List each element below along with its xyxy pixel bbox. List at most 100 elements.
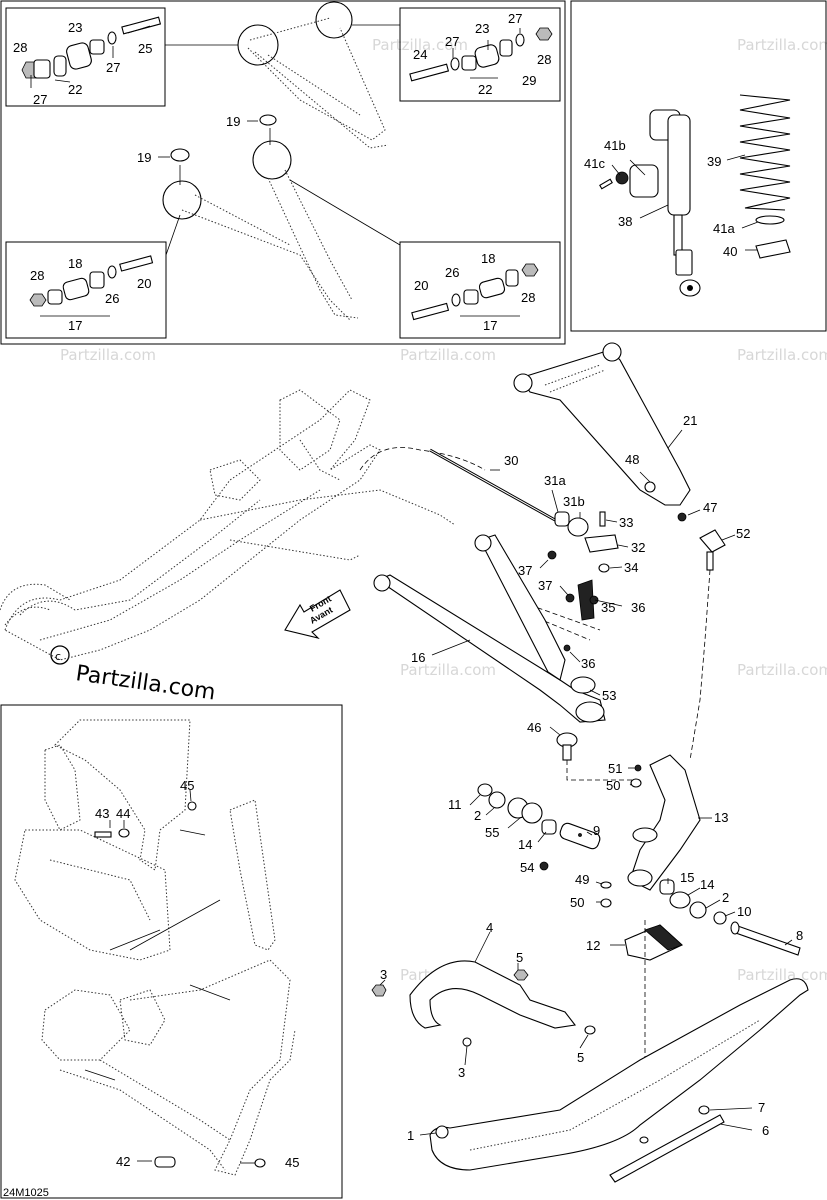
callout-36: 36 (581, 656, 595, 671)
svg-text:c: c (55, 650, 61, 663)
callout-32: 32 (631, 540, 645, 555)
callout-18: 18 (68, 256, 82, 271)
upper-arm-panel (0, 0, 566, 345)
callout-36: 36 (631, 600, 645, 615)
callout-20: 20 (137, 276, 151, 291)
callout-19: 19 (226, 114, 240, 129)
vehicle-frame (0, 389, 456, 661)
callout-6: 6 (762, 1123, 769, 1138)
callout-17: 17 (68, 318, 82, 333)
callout-23: 23 (475, 21, 489, 36)
shock-absorber (599, 109, 701, 297)
callout-46: 46 (527, 720, 541, 735)
callout-2: 2 (722, 890, 729, 905)
callout-19: 19 (137, 150, 151, 165)
watermark: Partzilla.com (60, 346, 156, 364)
bushing-assembly (409, 27, 553, 82)
callout-8: 8 (796, 928, 803, 943)
callout-51: 51 (608, 761, 622, 776)
lower-a-arm (162, 140, 359, 321)
callout-labels: 23 28 25 27 27 22 27 23 27 24 28 29 22 1… (13, 11, 803, 1170)
callout-12: 12 (586, 938, 600, 953)
callout-17: 17 (483, 318, 497, 333)
bushing-assembly (29, 255, 154, 307)
callout-27: 27 (33, 92, 47, 107)
figure-code: 24M1025 (3, 1187, 49, 1199)
callout-15: 15 (680, 870, 694, 885)
callout-28: 28 (537, 52, 551, 67)
callout-11: 11 (448, 797, 462, 812)
callout-5: 5 (577, 1050, 584, 1065)
callout-31b: 31b (563, 494, 585, 509)
bushing-assembly (21, 16, 162, 79)
callout-27: 27 (508, 11, 522, 26)
shock-panel (570, 0, 827, 332)
leader-lines (30, 25, 793, 1162)
watermark: Partzilla.com (737, 661, 827, 679)
callout-31a: 31a (544, 473, 566, 488)
callout-27: 27 (445, 34, 459, 49)
callout-3: 3 (380, 967, 387, 982)
upper-a-arm (237, 1, 389, 149)
callout-55: 55 (485, 825, 499, 840)
watermark: Partzilla.com (737, 346, 827, 364)
watermark: Partzilla.com (737, 36, 827, 54)
watermark: Partzilla.com (737, 966, 827, 984)
front-direction-arrow: Front Avant (284, 589, 351, 639)
skid-12 (624, 924, 683, 961)
callout-50: 50 (606, 778, 620, 793)
lower-a-arm-16 (373, 534, 606, 723)
upper-a-arm-21 (513, 342, 691, 506)
callout-33: 33 (619, 515, 633, 530)
callout-7: 7 (758, 1100, 765, 1115)
callout-28: 28 (30, 268, 44, 283)
callout-52: 52 (736, 526, 750, 541)
callout-45: 45 (180, 778, 194, 793)
callout-54: 54 (520, 860, 534, 875)
callout-37: 37 (518, 563, 532, 578)
callout-26: 26 (445, 265, 459, 280)
ski-handle-4 (409, 960, 577, 1029)
callout-49: 49 (575, 872, 589, 887)
callout-5: 5 (516, 950, 523, 965)
callout-45: 45 (285, 1155, 299, 1170)
callout-41a: 41a (713, 221, 735, 236)
main-assembly (371, 342, 809, 1183)
callout-10: 10 (737, 904, 751, 919)
callout-3: 3 (458, 1065, 465, 1080)
callout-23: 23 (68, 20, 82, 35)
callout-47: 47 (703, 500, 717, 515)
callout-24: 24 (413, 47, 427, 62)
callout-48: 48 (625, 452, 639, 467)
callout-22: 22 (68, 82, 82, 97)
callout-53: 53 (602, 688, 616, 703)
callout-14: 14 (518, 837, 532, 852)
callout-14: 14 (700, 877, 714, 892)
watermark: Partzilla.com (400, 661, 496, 679)
callout-42: 42 (116, 1154, 130, 1169)
callout-1: 1 (407, 1128, 414, 1143)
callout-9: 9 (593, 823, 600, 838)
callout-28: 28 (13, 40, 27, 55)
svg-text:Partzilla.com: Partzilla.com (74, 661, 217, 705)
callout-20: 20 (414, 278, 428, 293)
callout-38: 38 (618, 214, 632, 229)
callout-25: 25 (138, 41, 152, 56)
callout-22: 22 (478, 82, 492, 97)
callout-34: 34 (624, 560, 638, 575)
bushing-assembly (411, 263, 539, 321)
watermark: Partzilla.com (400, 346, 496, 364)
callout-37: 37 (538, 578, 552, 593)
frame-inset (0, 704, 343, 1199)
watermark-main: c Partzilla.com (50, 645, 217, 706)
callout-26: 26 (105, 291, 119, 306)
callout-50: 50 (570, 895, 584, 910)
spindle-13 (627, 754, 701, 891)
callout-30: 30 (504, 453, 518, 468)
callout-4: 4 (486, 920, 493, 935)
callout-40: 40 (723, 244, 737, 259)
watermark: Partzilla.com (372, 36, 468, 54)
callout-41c: 41c (584, 156, 605, 171)
ski-1 (429, 978, 809, 1171)
